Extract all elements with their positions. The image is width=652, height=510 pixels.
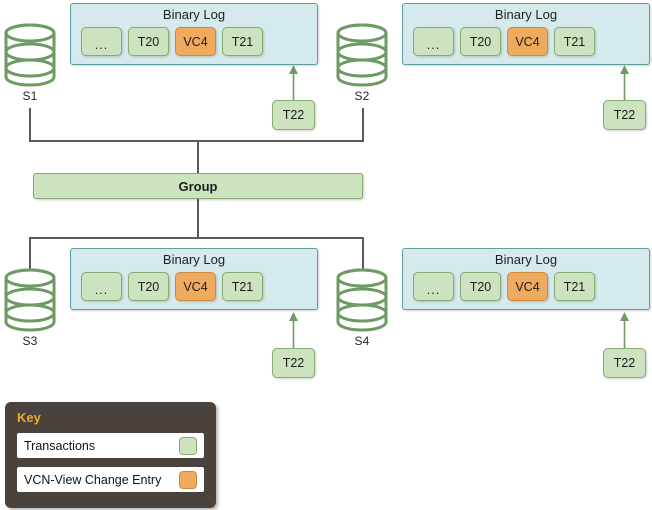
key-legend: Key Transactions VCN-View Change Entry (5, 402, 216, 508)
database-cylinder-s1: S1 (4, 23, 56, 103)
binary-log-entry-vc4-s2: VC4 (507, 27, 548, 56)
binary-log-title-s2: Binary Log (494, 7, 558, 22)
binary-log-entries-s1: ... T20 VC4 T21 (81, 27, 263, 56)
database-label-s1: S1 (22, 89, 38, 103)
connector-s2-vertical (362, 108, 364, 142)
incoming-transaction-s3: T22 (272, 348, 315, 378)
binary-log-entry-ellipsis-s1: ... (81, 27, 122, 56)
incoming-arrow-s2 (619, 65, 630, 101)
binary-log-title-s1: Binary Log (162, 7, 226, 22)
incoming-arrow-s1 (288, 65, 299, 101)
connector-s3-vertical (29, 237, 31, 271)
binary-log-entry-vc4-s3: VC4 (175, 272, 216, 301)
database-cylinder-s2: S2 (336, 23, 388, 103)
incoming-transaction-s2: T22 (603, 100, 646, 130)
binary-log-entries-s3: ... T20 VC4 T21 (81, 272, 263, 301)
database-label-s3: S3 (22, 334, 38, 348)
key-swatch-view-change-entry (179, 470, 197, 489)
binary-log-entry-ellipsis-s2: ... (413, 27, 454, 56)
connector-bottom-horizontal (29, 237, 364, 239)
binary-log-entries-s2: ... T20 VC4 T21 (413, 27, 595, 56)
binary-log-entry-ellipsis-s4: ... (413, 272, 454, 301)
connector-group-bottom-vertical (197, 198, 199, 238)
binary-log-entries-s4: ... T20 VC4 T21 (413, 272, 595, 301)
key-label-transactions: Transactions (24, 438, 96, 453)
key-label-view-change-entry: VCN-View Change Entry (24, 472, 162, 487)
binary-log-entry-ellipsis-label-s2: ... (426, 37, 441, 52)
connector-top-horizontal (29, 140, 364, 142)
binary-log-entry-t20-s1: T20 (128, 27, 169, 56)
database-label-s2: S2 (354, 89, 370, 103)
binary-log-entry-t20-s3: T20 (128, 272, 169, 301)
database-label-s4: S4 (354, 334, 370, 348)
binary-log-entry-ellipsis-label-s1: ... (94, 37, 109, 52)
binary-log-entry-t20-s4: T20 (460, 272, 501, 301)
incoming-transaction-s1: T22 (272, 100, 315, 130)
binary-log-entry-t21-s2: T21 (554, 27, 595, 56)
database-cylinder-s4: S4 (336, 268, 388, 348)
database-cylinder-s3: S3 (4, 268, 56, 348)
key-row-view-change-entry: VCN-View Change Entry (17, 467, 204, 492)
binary-log-title-s3: Binary Log (162, 252, 226, 267)
incoming-transaction-s4: T22 (603, 348, 646, 378)
key-title: Key (17, 410, 41, 425)
incoming-arrow-s4 (619, 312, 630, 348)
binary-log-entry-vc4-s1: VC4 (175, 27, 216, 56)
connector-s4-vertical (362, 237, 364, 271)
binary-log-entry-ellipsis-s3: ... (81, 272, 122, 301)
binary-log-panel-s1: Binary Log ... T20 VC4 T21 (70, 3, 318, 65)
binary-log-panel-s2: Binary Log ... T20 VC4 T21 (402, 3, 650, 65)
binary-log-entry-t21-s3: T21 (222, 272, 263, 301)
binary-log-entry-ellipsis-label-s4: ... (426, 282, 441, 297)
group-bar: Group (33, 173, 363, 199)
binary-log-entry-t21-s4: T21 (554, 272, 595, 301)
incoming-arrow-s3 (288, 312, 299, 348)
binary-log-title-s4: Binary Log (494, 252, 558, 267)
binary-log-entry-ellipsis-label-s3: ... (94, 282, 109, 297)
binary-log-entry-vc4-s4: VC4 (507, 272, 548, 301)
binary-log-entry-t21-s1: T21 (222, 27, 263, 56)
binary-log-entry-t20-s2: T20 (460, 27, 501, 56)
key-row-transactions: Transactions (17, 433, 204, 458)
binary-log-panel-s3: Binary Log ... T20 VC4 T21 (70, 248, 318, 310)
key-swatch-transactions (179, 436, 197, 455)
binary-log-panel-s4: Binary Log ... T20 VC4 T21 (402, 248, 650, 310)
connector-group-top-vertical (197, 140, 199, 174)
connector-s1-vertical (29, 108, 31, 142)
